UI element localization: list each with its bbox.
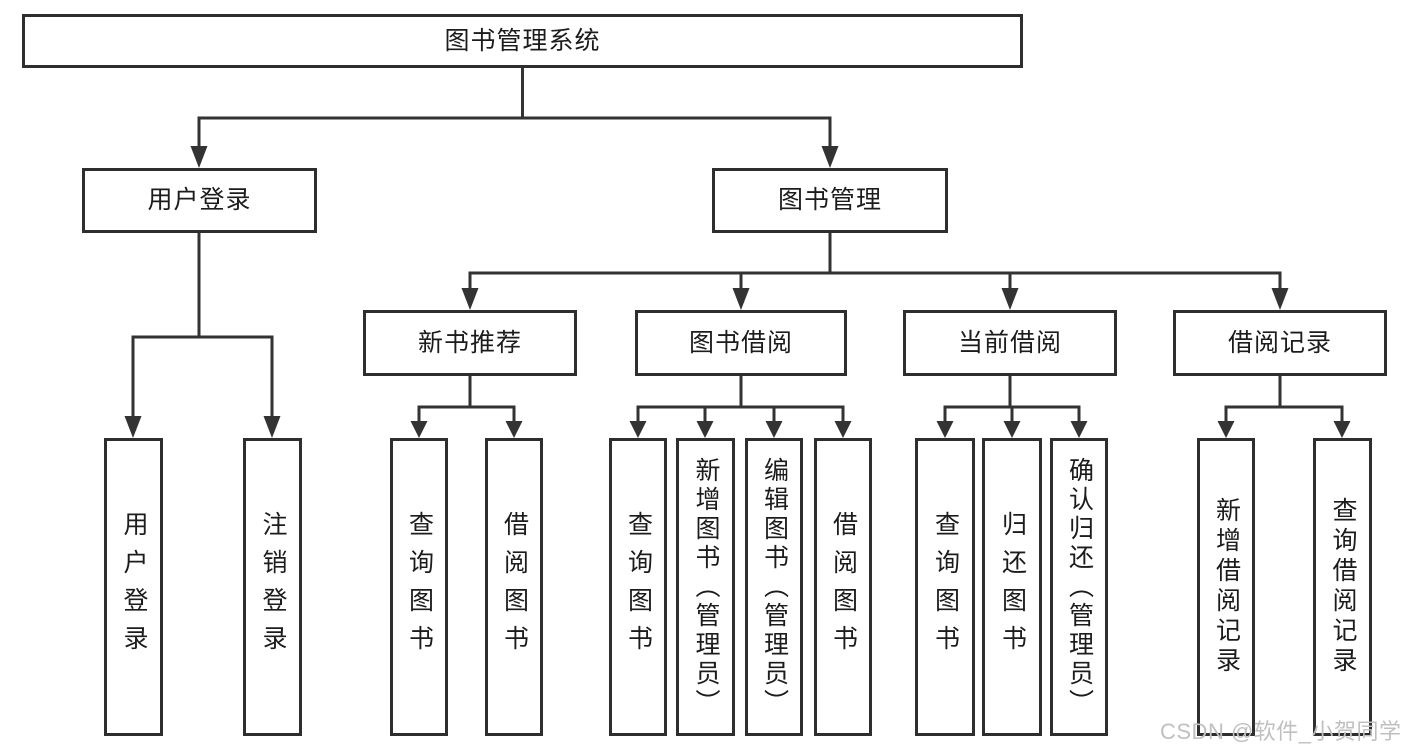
node-borrow-record: 借阅记录 [1173, 310, 1387, 376]
arrowhead-icon [1271, 288, 1289, 310]
arrowhead-icon [1003, 421, 1021, 438]
leaf-user-login: 用户登录 [104, 438, 163, 736]
node-current-borrow: 当前借阅 [903, 310, 1117, 376]
arrowhead-icon [1070, 421, 1088, 438]
node-library-management-system: 图书管理系统 [22, 14, 1023, 68]
leaf-query-borrow-record: 查询借阅记录 [1313, 438, 1372, 736]
arrowhead-icon [732, 288, 750, 310]
arrowhead-icon [190, 146, 208, 168]
leaf-return-book: 归还图书 [982, 438, 1042, 736]
arrowhead-icon [1333, 421, 1351, 438]
arrowhead-icon [505, 421, 523, 438]
leaf-confirm-return-admin: 确认归还（管理员） [1050, 438, 1108, 736]
arrowhead-icon [936, 421, 954, 438]
node-user-login: 用户登录 [82, 168, 317, 233]
arrowhead-icon [696, 421, 714, 438]
csdn-watermark: CSDN @软件_小贺同学 [1160, 719, 1402, 744]
leaf-query-book-newbook: 查询图书 [390, 438, 448, 736]
arrowhead-icon [821, 146, 839, 168]
arrowhead-icon [263, 416, 281, 438]
node-new-book-recommend: 新书推荐 [363, 310, 577, 376]
arrowhead-icon [765, 421, 783, 438]
arrowhead-icon [1217, 421, 1235, 438]
leaf-logout-login: 注销登录 [243, 438, 302, 736]
leaf-query-book-current: 查询图书 [915, 438, 975, 736]
arrowhead-icon [629, 421, 647, 438]
arrowhead-icon [1001, 288, 1019, 310]
leaf-query-book-borrow: 查询图书 [609, 438, 667, 736]
arrowhead-icon [410, 421, 428, 438]
arrowhead-icon [461, 288, 479, 310]
node-book-borrow: 图书借阅 [635, 310, 847, 376]
leaf-add-borrow-record: 新增借阅记录 [1197, 438, 1255, 736]
leaf-edit-book-admin: 编辑图书（管理员） [745, 438, 803, 736]
leaf-add-book-admin: 新增图书（管理员） [676, 438, 735, 736]
leaf-borrow-book-newbook: 借阅图书 [485, 438, 543, 736]
arrowhead-icon [124, 416, 142, 438]
leaf-borrow-book-borrow: 借阅图书 [814, 438, 872, 736]
node-book-management: 图书管理 [712, 168, 948, 233]
arrowhead-icon [834, 421, 852, 438]
